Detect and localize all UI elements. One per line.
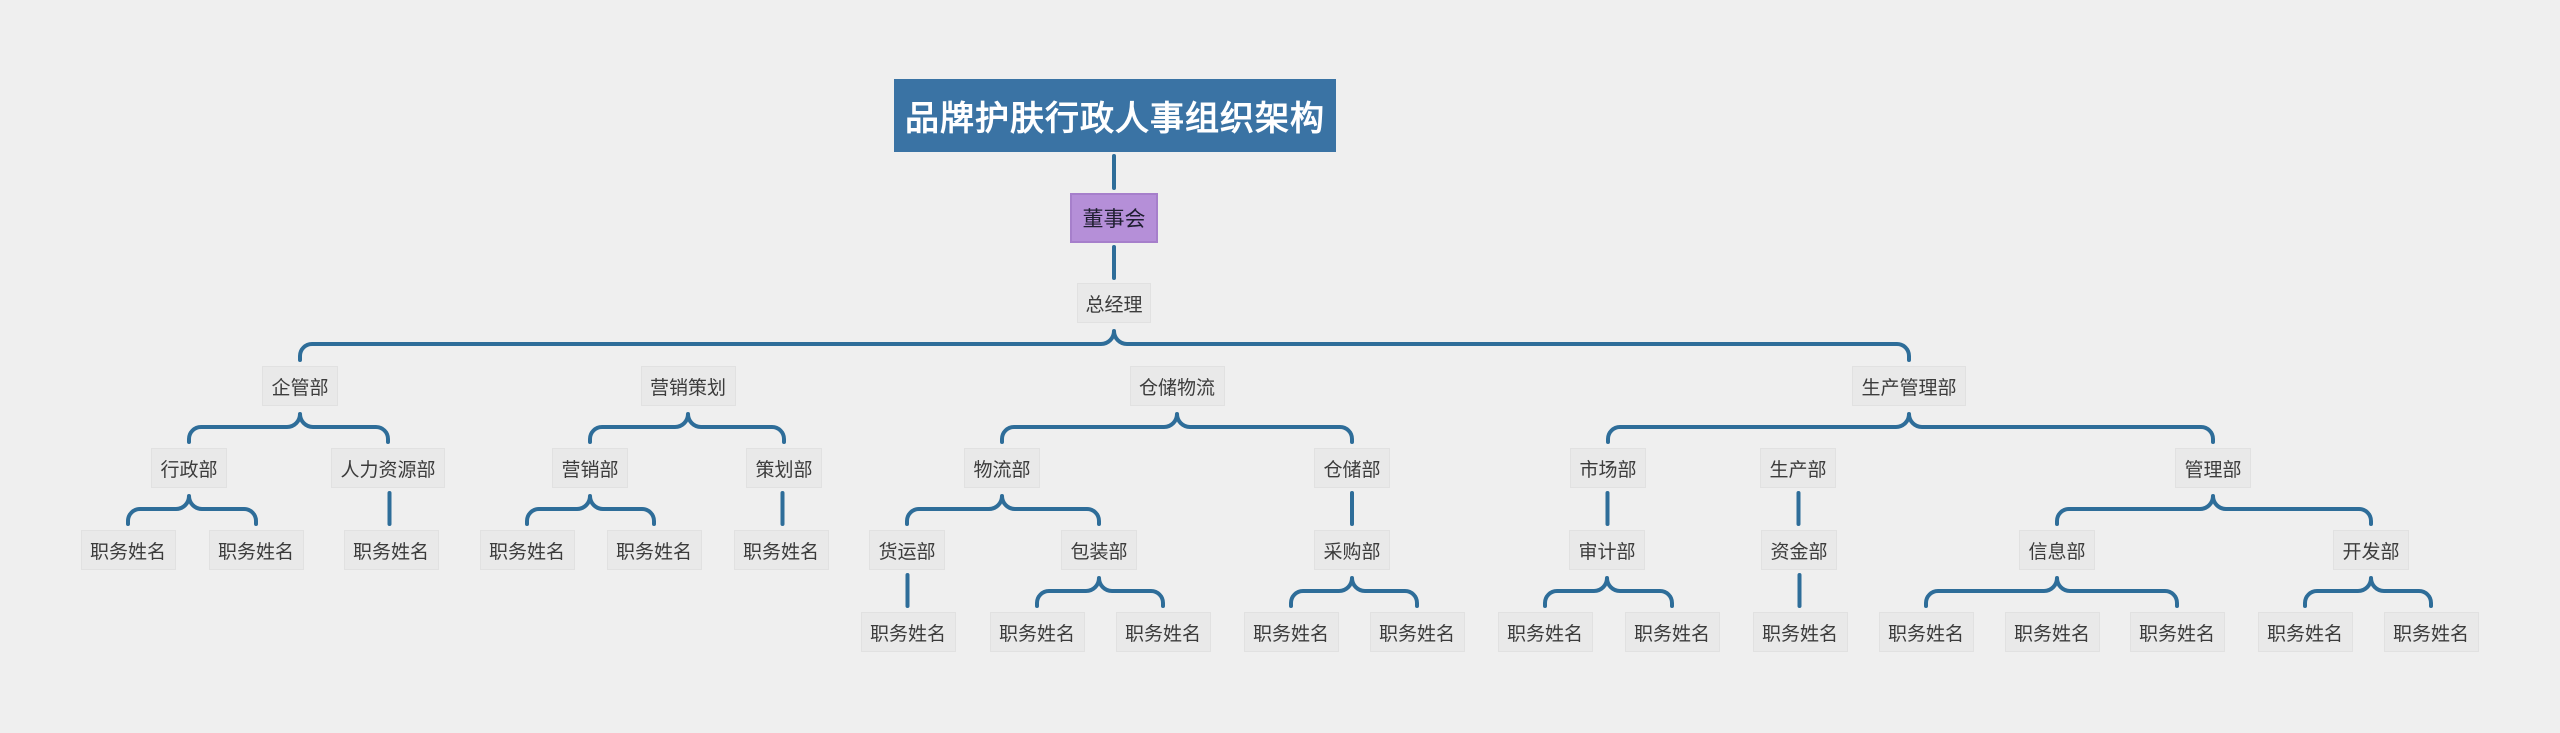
development-dept-node[interactable]: 开发部 — [2333, 530, 2409, 570]
purchasing-dept-node[interactable]: 采购部 — [1314, 530, 1390, 570]
packaging-dept-node[interactable]: 包装部 — [1061, 530, 1137, 570]
position-name-node[interactable]: 职务姓名 — [606, 530, 702, 570]
audit-dept-node[interactable]: 审计部 — [1569, 530, 1645, 570]
marketing-planning-dept-node[interactable]: 营销策划 — [640, 366, 736, 406]
connector-line — [1924, 576, 2179, 608]
connector-line — [1543, 576, 1674, 608]
position-name-node[interactable]: 职务姓名 — [2004, 612, 2100, 652]
marketing-dept-node[interactable]: 营销部 — [552, 448, 628, 488]
enterprise-management-dept-node[interactable]: 企管部 — [262, 366, 338, 406]
information-dept-node[interactable]: 信息部 — [2019, 530, 2095, 570]
connector-line — [298, 329, 1911, 362]
logistics-dept-node[interactable]: 物流部 — [964, 448, 1040, 488]
position-name-node[interactable]: 职务姓名 — [1115, 612, 1211, 652]
position-name-node[interactable]: 职务姓名 — [479, 530, 575, 570]
board-of-directors-node[interactable]: 董事会 — [1070, 193, 1158, 243]
connector-line — [588, 412, 786, 444]
position-name-node[interactable]: 职务姓名 — [860, 612, 956, 652]
connector-line — [1606, 412, 2215, 444]
position-name-node[interactable]: 职务姓名 — [1369, 612, 1465, 652]
funds-dept-node[interactable]: 资金部 — [1761, 530, 1837, 570]
position-name-node[interactable]: 职务姓名 — [1243, 612, 1339, 652]
connector-line — [126, 494, 258, 526]
warehouse-dept-node[interactable]: 仓储部 — [1314, 448, 1390, 488]
position-name-node[interactable]: 职务姓名 — [80, 530, 176, 570]
position-name-node[interactable]: 职务姓名 — [1878, 612, 1974, 652]
position-name-node[interactable]: 职务姓名 — [2129, 612, 2225, 652]
position-name-node[interactable]: 职务姓名 — [1752, 612, 1848, 652]
position-name-node[interactable]: 职务姓名 — [343, 530, 439, 570]
connector-line — [187, 412, 390, 444]
production-management-dept-node[interactable]: 生产管理部 — [1852, 366, 1966, 406]
position-name-node[interactable]: 职务姓名 — [1497, 612, 1593, 652]
planning-dept-node[interactable]: 策划部 — [746, 448, 822, 488]
freight-dept-node[interactable]: 货运部 — [869, 530, 945, 570]
connector-line — [1000, 412, 1354, 444]
position-name-node[interactable]: 职务姓名 — [2257, 612, 2353, 652]
human-resources-dept-node[interactable]: 人力资源部 — [331, 448, 445, 488]
management-dept-node[interactable]: 管理部 — [2175, 448, 2251, 488]
market-dept-node[interactable]: 市场部 — [1570, 448, 1646, 488]
production-dept-node[interactable]: 生产部 — [1760, 448, 1836, 488]
position-name-node[interactable]: 职务姓名 — [733, 530, 829, 570]
general-manager-node[interactable]: 总经理 — [1077, 283, 1151, 323]
connector-line — [1289, 576, 1419, 608]
chart-title-node[interactable]: 品牌护肤行政人事组织架构 — [894, 79, 1336, 152]
warehousing-logistics-dept-node[interactable]: 仓储物流 — [1129, 366, 1225, 406]
connector-line — [2055, 494, 2373, 526]
connector-line — [525, 494, 656, 526]
position-name-node[interactable]: 职务姓名 — [208, 530, 304, 570]
position-name-node[interactable]: 职务姓名 — [2383, 612, 2479, 652]
connector-line — [1035, 576, 1165, 608]
connector-line — [2303, 576, 2433, 608]
position-name-node[interactable]: 职务姓名 — [1624, 612, 1720, 652]
administration-dept-node[interactable]: 行政部 — [151, 448, 227, 488]
position-name-node[interactable]: 职务姓名 — [989, 612, 1085, 652]
connector-line — [905, 494, 1101, 526]
